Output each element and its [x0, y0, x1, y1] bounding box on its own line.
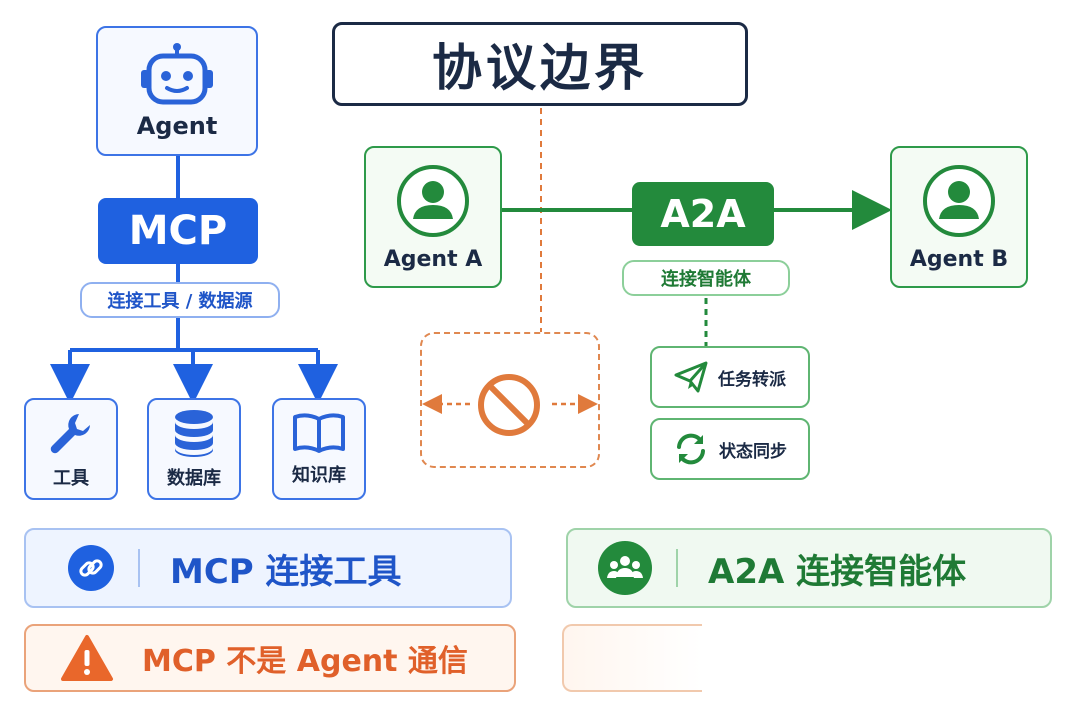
mcp-protocol-box: MCP	[98, 198, 258, 264]
book-icon	[293, 413, 345, 453]
a2a-summary-text: A2A 连接智能体	[708, 551, 967, 592]
tool-node-database: 数据库	[147, 398, 241, 500]
sync-icon	[677, 433, 705, 465]
agent-a-node: Agent A	[364, 146, 502, 288]
agent-label: Agent	[136, 112, 218, 140]
state-sync-label: 状态同步	[719, 441, 787, 462]
page-title: 协议边界	[332, 22, 748, 106]
agent-a-label: Agent A	[383, 246, 483, 272]
agent-b-label: Agent B	[909, 246, 1009, 272]
agent-b-node: Agent B	[890, 146, 1028, 288]
divider	[138, 549, 140, 587]
warning-text: MCP 不是 Agent 通信	[142, 644, 468, 679]
task-dispatch-label: 任务转派	[718, 369, 786, 390]
prohibited-icon	[478, 374, 540, 436]
a2a-protocol-box: A2A	[632, 182, 774, 246]
divider	[676, 549, 678, 587]
group-icon	[598, 541, 652, 595]
tool-node-tools: 工具	[24, 398, 118, 500]
link-icon	[68, 545, 114, 591]
user-icon	[923, 164, 995, 237]
warning-icon	[61, 635, 113, 681]
mcp-summary-text: MCP 连接工具	[170, 551, 402, 592]
task-dispatch-node: 任务转派	[650, 346, 810, 408]
forbidden-zone	[420, 332, 600, 468]
faded-banner	[562, 624, 702, 692]
user-icon	[397, 164, 469, 237]
database-label: 数据库	[167, 468, 221, 489]
knowledge-base-label: 知识库	[292, 465, 346, 486]
a2a-summary-banner: A2A 连接智能体	[566, 528, 1052, 608]
mcp-summary-banner: MCP 连接工具	[24, 528, 512, 608]
mcp-subtitle: 连接工具 / 数据源	[80, 282, 280, 318]
database-icon	[175, 410, 213, 457]
robot-icon	[141, 43, 213, 105]
tool-label: 工具	[53, 468, 89, 489]
paper-plane-icon	[674, 361, 708, 393]
state-sync-node: 状态同步	[650, 418, 810, 480]
wrench-icon	[50, 414, 90, 454]
tool-node-knowledge-base: 知识库	[272, 398, 366, 500]
a2a-subtitle: 连接智能体	[622, 260, 790, 296]
agent-node: Agent	[96, 26, 258, 156]
warning-banner: MCP 不是 Agent 通信	[24, 624, 516, 692]
